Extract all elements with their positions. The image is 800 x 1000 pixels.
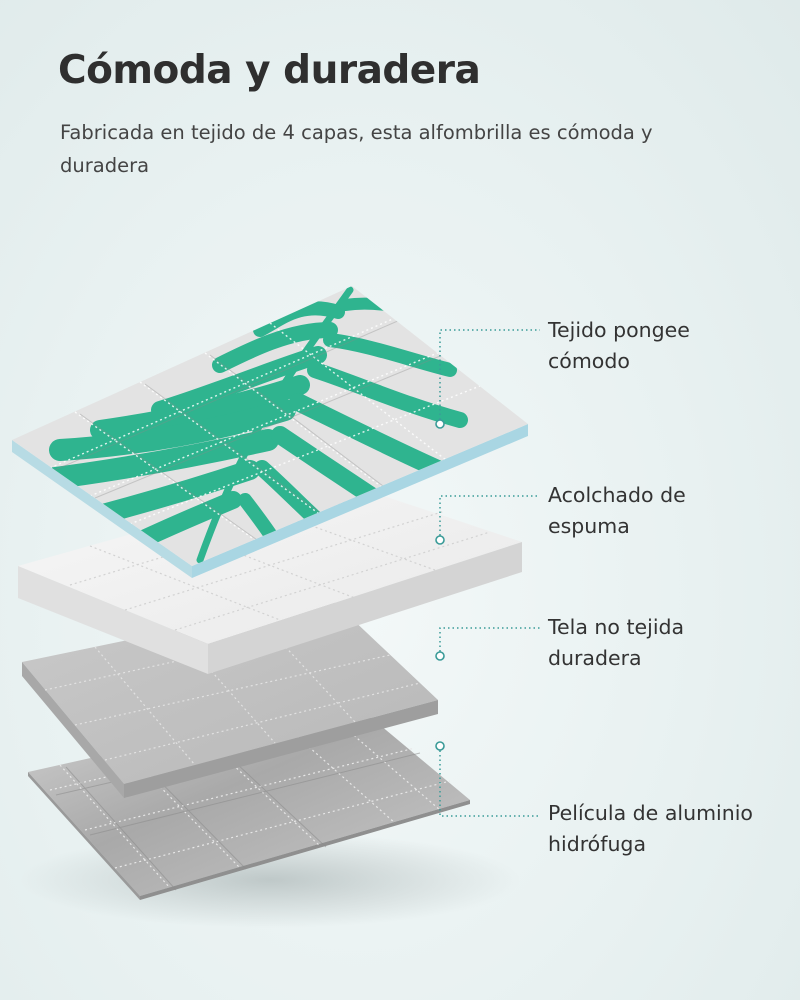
layer-nonwoven-fabric <box>22 598 438 798</box>
callout-pongee: Tejido pongee cómodo <box>548 315 788 377</box>
leader-line-nonwoven <box>439 627 540 656</box>
callout-dot-aluminium <box>435 741 445 751</box>
callout-dot-foam <box>435 535 445 545</box>
callout-pongee-line1: Tejido pongee <box>548 318 690 342</box>
leader-line-foam <box>439 495 540 540</box>
callout-aluminium-line1: Película de aluminio <box>548 801 753 825</box>
callout-dot-pongee <box>435 419 445 429</box>
page-title: Cómoda y duradera <box>58 48 481 93</box>
callout-dot-nonwoven <box>435 651 445 661</box>
callout-aluminium: Película de aluminio hidrófuga <box>548 798 788 860</box>
callout-nonwoven: Tela no tejida duradera <box>548 612 788 674</box>
callout-pongee-line2: cómodo <box>548 349 630 373</box>
callout-nonwoven-line1: Tela no tejida <box>548 615 685 639</box>
callout-aluminium-line2: hidrófuga <box>548 832 647 856</box>
layer-foam-padding <box>18 478 522 674</box>
callout-nonwoven-line2: duradera <box>548 646 642 670</box>
callout-foam: Acolchado de espuma <box>548 480 788 542</box>
leader-line-aluminium <box>439 746 540 817</box>
callout-foam-line2: espuma <box>548 514 630 538</box>
callout-foam-line1: Acolchado de <box>548 483 686 507</box>
page-subtitle: Fabricada en tejido de 4 capas, esta alf… <box>60 121 653 177</box>
